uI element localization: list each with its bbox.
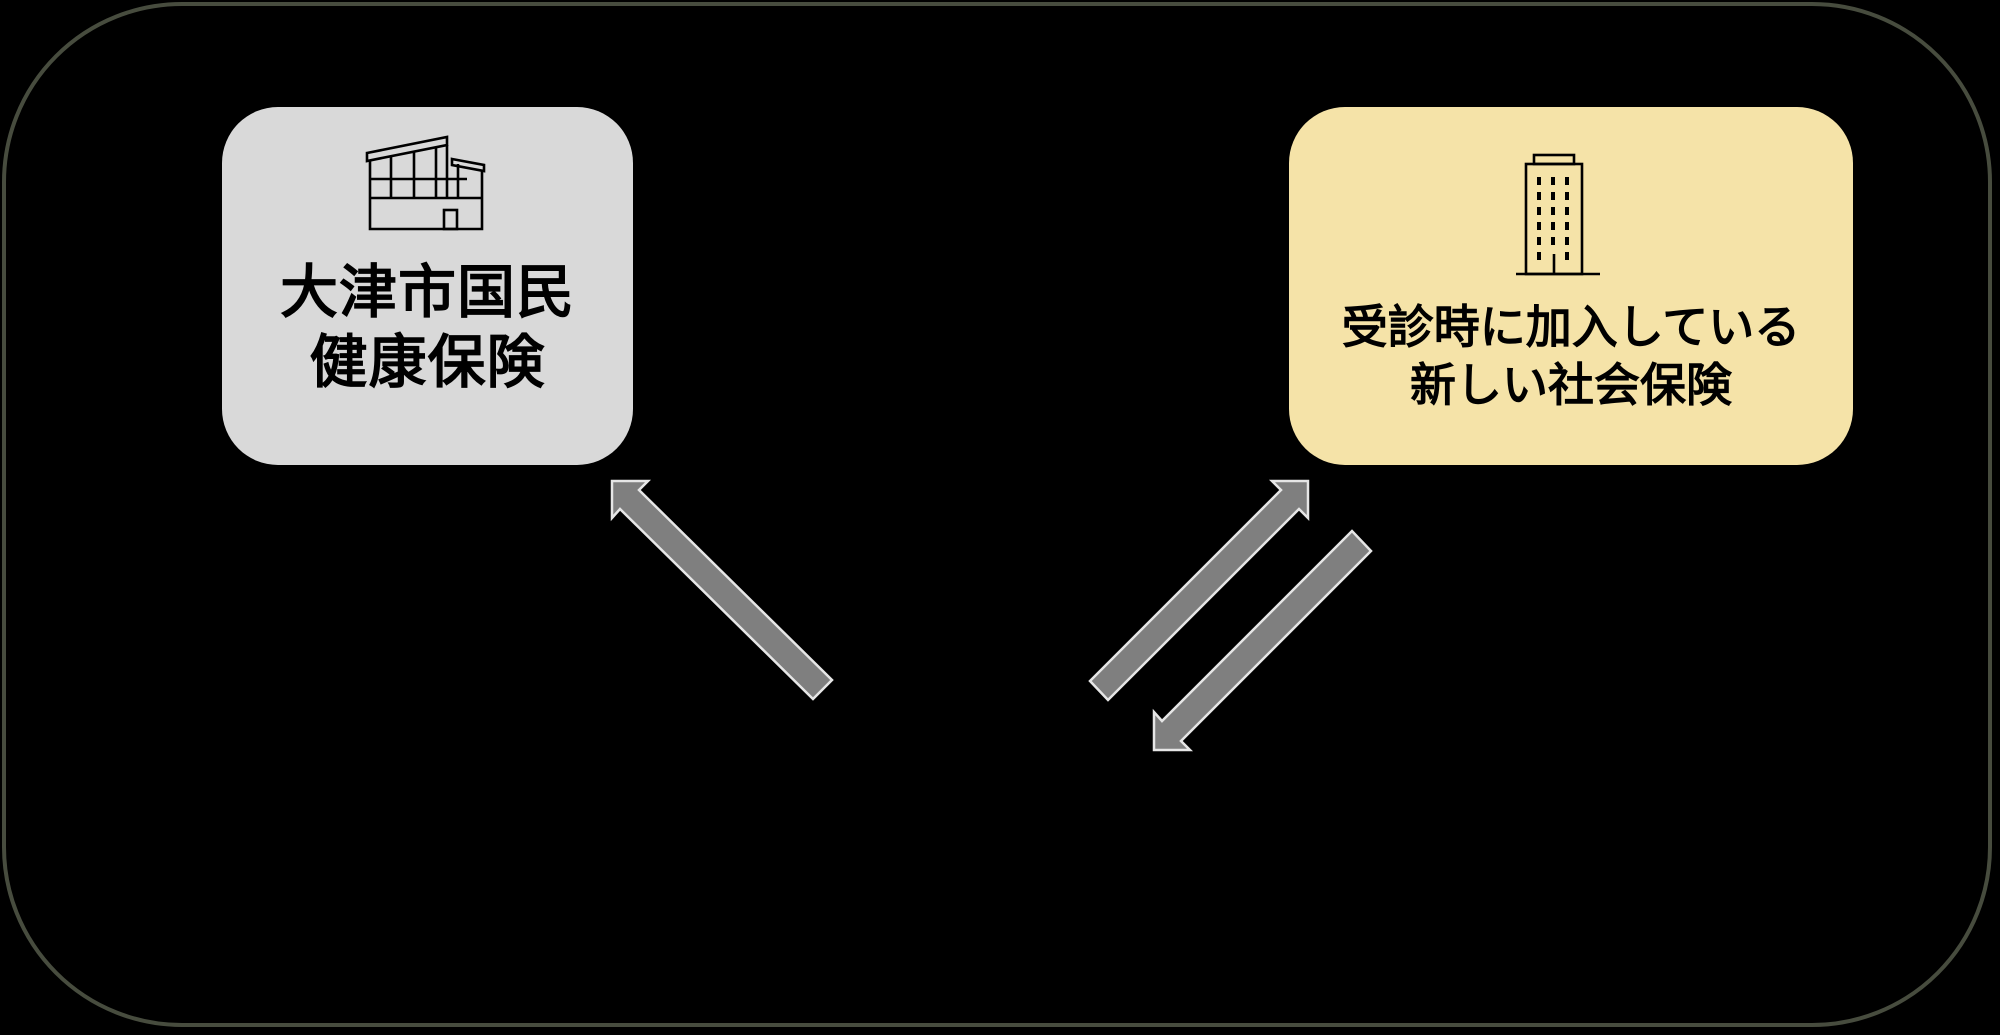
arrow-down-left-icon xyxy=(1152,529,1373,752)
node-label-line-2: 健康保険 xyxy=(309,328,546,396)
node-otsu-national-health-insurance: 大津市国民 健康保険 xyxy=(222,107,633,465)
node-label: 受診時に加入している 新しい社会保険 xyxy=(1289,298,1853,414)
window-grid xyxy=(1537,177,1569,260)
arrow-up-right-icon xyxy=(1088,479,1310,702)
office-tower-icon xyxy=(1516,153,1600,276)
factory-building-icon xyxy=(365,135,486,231)
node-new-social-insurance: 受診時に加入している 新しい社会保険 xyxy=(1289,107,1853,465)
node-label-line-1: 受診時に加入している xyxy=(1341,300,1801,354)
node-label: 大津市国民 健康保険 xyxy=(222,257,633,397)
arrow-up-left-icon xyxy=(610,479,834,701)
node-label-line-1: 大津市国民 xyxy=(279,258,575,326)
node-label-line-2: 新しい社会保険 xyxy=(1410,358,1732,412)
